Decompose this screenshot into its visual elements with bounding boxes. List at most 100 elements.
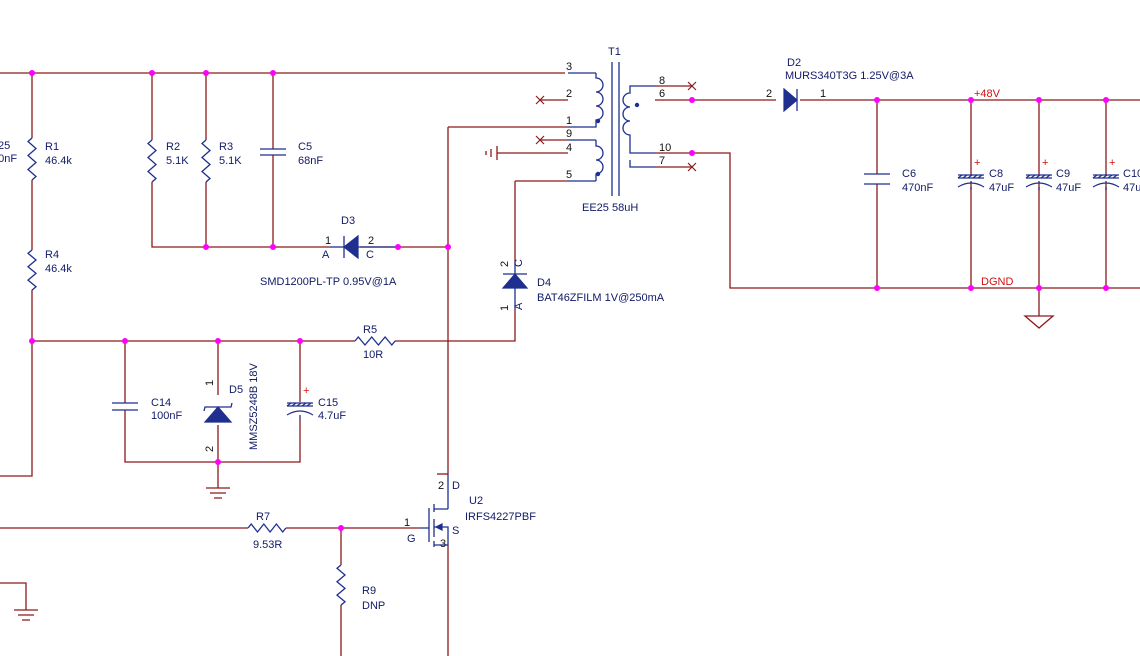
d4-pin-k: 2 — [499, 261, 511, 267]
c8-plus: + — [974, 157, 980, 169]
r4-ref: R4 — [45, 249, 59, 261]
d3-triangle — [343, 234, 359, 260]
c5-ref: C5 — [298, 141, 312, 153]
d5-pin-a: 2 — [204, 446, 216, 452]
r5-value: 10R — [363, 349, 383, 361]
net-label-out: +48V — [974, 88, 1001, 100]
d2-value: MURS340T3G 1.25V@3A — [785, 70, 914, 82]
diodes — [203, 87, 798, 423]
dgnd-ground-icon — [1023, 315, 1055, 329]
c6-value: 470nF — [902, 182, 933, 194]
c10-plus: + — [1109, 157, 1115, 169]
r2-value: 5.1K — [166, 155, 189, 167]
t1-value: EE25 58uH — [582, 202, 638, 214]
c10-value: 47u — [1123, 182, 1140, 194]
d5-triangle — [203, 406, 233, 423]
net-label-gnd: DGND — [981, 276, 1013, 288]
r2-body — [147, 139, 157, 183]
r1-ref: R1 — [45, 141, 59, 153]
c10-ref: C10 — [1123, 168, 1140, 180]
c14-value: 100nF — [151, 410, 182, 422]
d2-pin-a: 2 — [766, 88, 772, 100]
mosfet-u2 — [420, 474, 449, 547]
c9-plus: + — [1042, 157, 1048, 169]
d3-pin-a: 1 — [325, 235, 331, 247]
d2-pin-k: 1 — [820, 88, 826, 100]
t1-pin-8: 8 — [659, 75, 665, 87]
c14-body — [112, 402, 138, 411]
r9-body — [335, 564, 347, 606]
u2-pin-s: 3 — [440, 538, 446, 550]
t1-pin-10: 10 — [659, 142, 671, 154]
u2-lbl-s: S — [452, 525, 459, 537]
r5-ref: R5 — [363, 324, 377, 336]
t1-pin-4: 4 — [566, 142, 572, 154]
d3-pin-k: 2 — [368, 235, 374, 247]
d5-ref: D5 — [229, 384, 243, 396]
no-connect-markers — [535, 81, 697, 172]
r7-body — [247, 522, 287, 534]
partial-left-ref: 25 — [0, 140, 10, 152]
r3-body — [201, 139, 211, 183]
d4-triangle — [501, 273, 529, 289]
d5-value: MMSZ5248B 18V — [248, 363, 260, 450]
t1-core — [611, 62, 620, 196]
t1-primary-winding — [568, 72, 604, 128]
c14-ref: C14 — [151, 397, 171, 409]
u2-ref: U2 — [469, 495, 483, 507]
t1-pin-1: 1 — [566, 115, 572, 127]
wires — [0, 72, 1140, 656]
d3-ref: D3 — [341, 215, 355, 227]
c15-value: 4.7uF — [318, 410, 346, 422]
labels: 25 80nF R1 46.4k R4 46.4k R2 5.1K R3 5.1… — [0, 46, 1140, 612]
resistors — [26, 137, 396, 606]
d5-pin-k: 1 — [204, 380, 216, 386]
u2-value: IRFS4227PBF — [465, 511, 536, 523]
d3-value: SMD1200PL-TP 0.95V@1A — [260, 276, 397, 288]
d4-lbl-k: C — [513, 259, 525, 267]
r7-ref: R7 — [256, 511, 270, 523]
c9-ref: C9 — [1056, 168, 1070, 180]
partial-left-value: 80nF — [0, 153, 17, 165]
u2-pin-d: 2 — [438, 480, 444, 492]
junction-dots — [29, 70, 1109, 531]
r1-value: 46.4k — [45, 155, 72, 167]
r3-ref: R3 — [219, 141, 233, 153]
c5-body — [260, 148, 286, 156]
t1-pin-6: 6 — [659, 88, 665, 100]
r7-value: 9.53R — [253, 539, 282, 551]
c15-ref: C15 — [318, 397, 338, 409]
r4-value: 46.4k — [45, 263, 72, 275]
r5-body — [354, 335, 396, 347]
transformer-t1 — [568, 62, 655, 196]
c8-value: 47uF — [989, 182, 1014, 194]
t1-pin-2: 2 — [566, 88, 572, 100]
c8-ref: C8 — [989, 168, 1003, 180]
r3-value: 5.1K — [219, 155, 242, 167]
c9-value: 47uF — [1056, 182, 1081, 194]
t1-pin-5: 5 — [566, 169, 572, 181]
t1-secondary-winding — [622, 85, 655, 154]
r9-ref: R9 — [362, 585, 376, 597]
c5-value: 68nF — [298, 155, 323, 167]
c6-body — [864, 173, 890, 185]
t1-ref: T1 — [608, 46, 621, 58]
t1-pin-3: 3 — [566, 61, 572, 73]
u2-pin-g: 1 — [404, 517, 410, 529]
t1-pin-9: 9 — [566, 128, 572, 140]
u2-lbl-g: G — [407, 533, 416, 545]
capacitors — [112, 148, 1120, 420]
d3-lbl-a: A — [322, 249, 330, 261]
ground-symbols — [14, 315, 1055, 621]
t1-aux-winding — [568, 139, 604, 182]
d2-triangle — [783, 87, 798, 113]
r9-value: DNP — [362, 600, 385, 612]
d4-pin-a: 1 — [499, 305, 511, 311]
d4-value: BAT46ZFILM 1V@250mA — [537, 292, 665, 304]
r1-body — [27, 137, 37, 181]
d2-ref: D2 — [787, 57, 801, 69]
t1-pin-7: 7 — [659, 155, 665, 167]
d4-ref: D4 — [537, 277, 551, 289]
c15-plus: + — [303, 385, 309, 397]
